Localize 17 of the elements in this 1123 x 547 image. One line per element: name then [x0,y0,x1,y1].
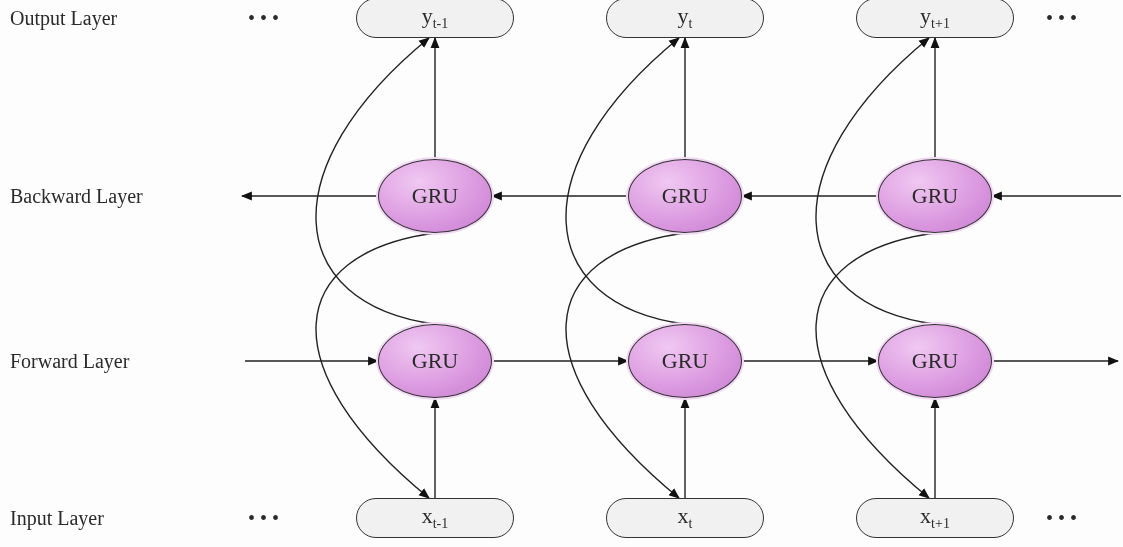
arrow [991,356,1120,366]
gru-circle: GRU [878,324,992,398]
gru-circle: GRU [378,324,492,398]
arrow [930,36,940,160]
rounded-node: x$_{t+1}$ [856,498,1014,538]
rounded-node: y$_{t}$ [606,0,764,38]
rounded-node: y$_{t+1}$ [856,0,1014,38]
rounded-node: x$_{t-1}$ [356,498,514,538]
arrow [680,36,690,160]
rounded-node: y$_{t-1}$ [356,0,514,38]
gru-circle: GRU [628,159,742,233]
arrow [430,36,440,160]
gru-circle: GRU [628,324,742,398]
gru-circle: GRU [878,159,992,233]
gru-circle: GRU [378,159,492,233]
arrow [240,191,379,201]
rounded-node: x$_{t}$ [606,498,764,538]
